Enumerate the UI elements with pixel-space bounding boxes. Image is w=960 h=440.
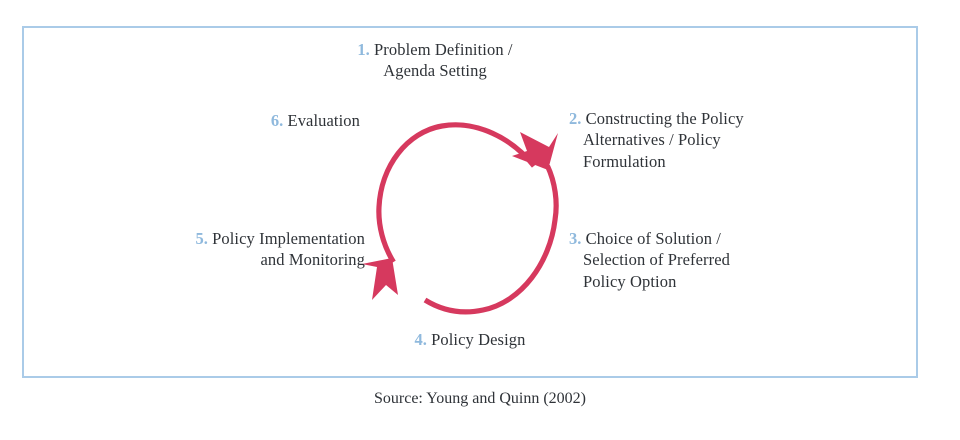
cycle-step-2-line-3: Formulation xyxy=(583,151,666,171)
cycle-step-2-line-1: Constructing the Policy xyxy=(585,109,744,128)
cycle-step-2: 2. Constructing the Policy Alternatives … xyxy=(569,108,843,172)
cycle-step-3: 3. Choice of Solution / Selection of Pre… xyxy=(569,228,843,292)
cycle-step-6-line-1: Evaluation xyxy=(287,111,360,130)
cycle-step-5-number: 5. xyxy=(195,229,208,248)
cycle-step-1: 1. Problem Definition / Agenda Setting xyxy=(300,39,570,82)
cycle-step-3-number: 3. xyxy=(569,229,582,248)
cycle-step-3-line-3: Policy Option xyxy=(583,271,677,291)
cycle-step-2-line-2: Alternatives / Policy xyxy=(583,130,721,150)
cycle-step-4-number: 4. xyxy=(414,330,427,349)
cycle-step-4: 4. Policy Design xyxy=(360,329,580,350)
cycle-step-1-line-1: Problem Definition / xyxy=(374,40,513,59)
cycle-step-6: 6. Evaluation xyxy=(160,110,360,131)
cycle-step-5-line-1: Policy Implementation xyxy=(212,229,365,248)
cycle-step-5-line-2: and Monitoring xyxy=(260,250,365,270)
cycle-step-1-number: 1. xyxy=(357,40,370,59)
source-note: Source: Young and Quinn (2002) xyxy=(374,390,586,407)
cycle-step-6-number: 6. xyxy=(270,111,284,130)
cycle-step-3-line-2: Selection of Preferred xyxy=(583,250,730,270)
cycle-step-3-line-1: Choice of Solution / xyxy=(585,229,721,248)
cycle-step-2-number: 2. xyxy=(569,109,582,128)
cycle-step-4-line-1: Policy Design xyxy=(431,330,526,349)
cycle-step-1-line-2: Agenda Setting xyxy=(383,61,487,81)
cycle-step-5: 5. Policy Implementation and Monitoring xyxy=(110,228,365,271)
